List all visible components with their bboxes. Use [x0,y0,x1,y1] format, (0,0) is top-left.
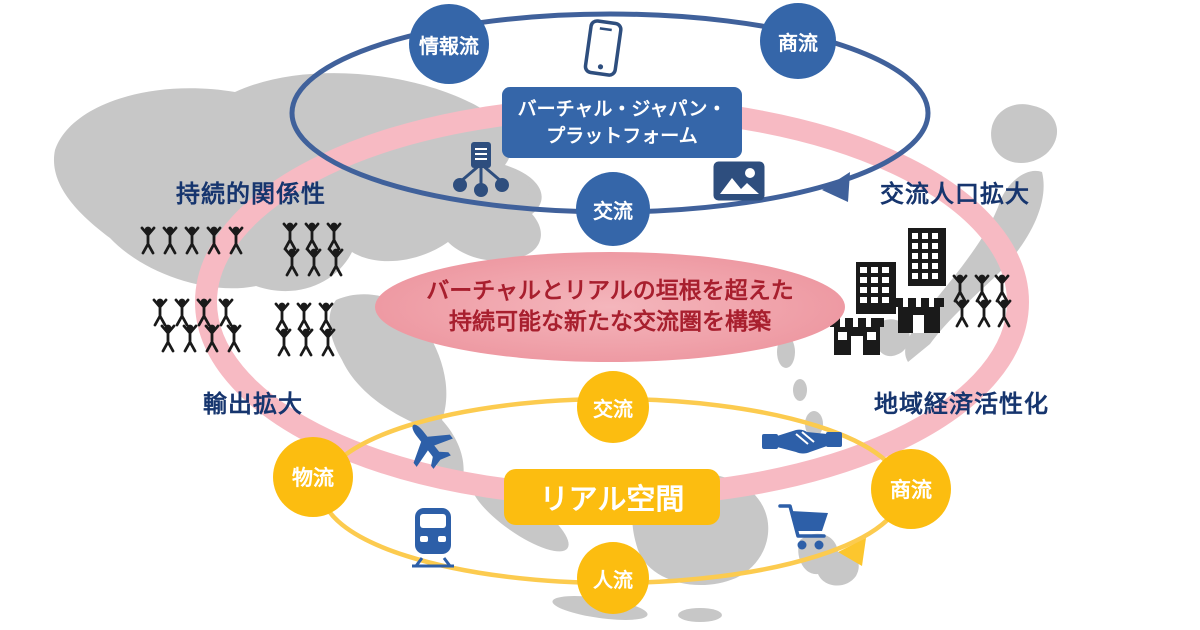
node-commerce-flow-virtual-label: 商流 [778,30,818,55]
node-info-flow: 情報流 [409,4,489,84]
outcome-label-sustained-relationship: 持続的関係性 [176,180,326,208]
shop-icon-2 [894,298,944,333]
people-group-icon [140,221,344,357]
shopping-cart-icon [778,500,832,556]
people-group-japan-icon [952,273,1012,328]
node-logistics-flow: 物流 [273,437,353,517]
outcome-label-export-expansion: 輸出拡大 [203,390,303,418]
smartphone-icon [575,18,631,80]
buildings-icon [856,228,946,314]
node-exchange-real-label: 交流 [593,396,633,421]
shop-icon [830,318,884,355]
node-exchange-real: 交流 [577,371,649,443]
node-exchange-virtual-label: 交流 [593,198,633,223]
node-people-flow: 人流 [577,542,649,614]
image-icon [712,160,766,202]
node-exchange-virtual: 交流 [576,172,650,246]
platform-label-line1: バーチャル・ジャパン・ [517,97,727,120]
train-icon [410,506,456,568]
platform-label-line2: プラットフォーム [546,124,698,147]
center-goal-line2: 持続可能な新たな交流圏を構築 [449,309,771,335]
node-commerce-flow-real: 商流 [871,449,951,529]
center-goal-ellipse: バーチャルとリアルの垣根を超えた 持続可能な新たな交流圏を構築 [375,252,845,362]
center-goal-line1: バーチャルとリアルの垣根を超えた [426,278,794,304]
real-space-box: リアル空間 [504,469,720,525]
node-logistics-flow-label: 物流 [292,466,334,490]
virtual-orbit-arrow-icon [822,172,850,202]
outcome-label-regional-economy: 地域経済活性化 [874,390,1049,418]
node-info-flow-label: 情報流 [419,33,479,58]
real-orbit-arrow-icon [838,538,866,566]
node-commerce-flow-virtual: 商流 [760,3,836,79]
virtual-japan-platform-box: バーチャル・ジャパン・ プラットフォーム [502,87,742,158]
handshake-icon [762,422,842,462]
share-network-icon [450,140,512,198]
airplane-icon [396,416,460,472]
node-commerce-flow-real-label: 商流 [890,478,932,502]
outcome-label-exchange-population: 交流人口拡大 [880,180,1030,208]
real-space-label: リアル空間 [539,482,685,516]
node-people-flow-label: 人流 [593,567,633,592]
